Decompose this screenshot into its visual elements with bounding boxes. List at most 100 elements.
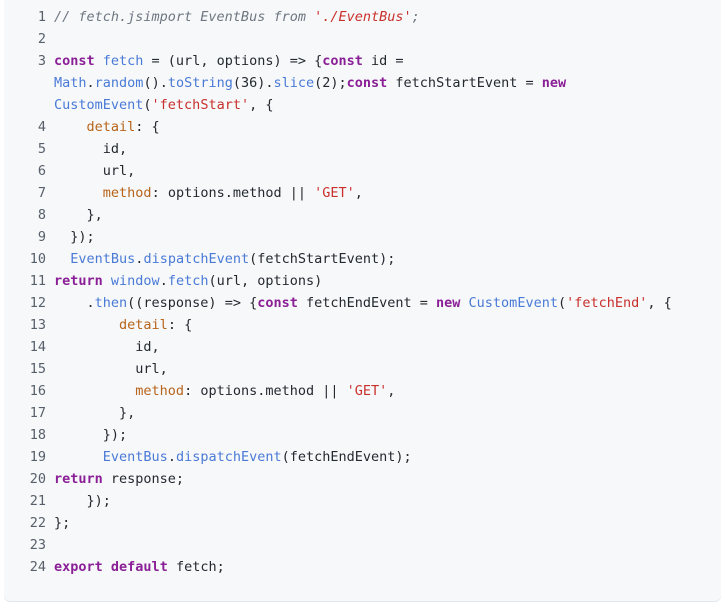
code-token: response; xyxy=(102,471,185,487)
code-token: id = xyxy=(362,53,404,69)
line-content: id, xyxy=(54,336,159,358)
code-line: CustomEvent('fetchStart', { xyxy=(4,94,672,116)
code-token xyxy=(54,185,103,201)
code-line: 17 }, xyxy=(4,402,672,424)
line-number: 5 xyxy=(37,141,46,157)
code-line: 21 }); xyxy=(4,490,672,512)
line-content: const fetch = (url, options) => {const i… xyxy=(54,50,404,72)
code-token: id, xyxy=(54,141,128,157)
line-number: 19 xyxy=(29,449,46,465)
code-line: 22}; xyxy=(4,512,672,534)
code-token: . xyxy=(135,251,144,267)
code-token: , { xyxy=(249,97,274,113)
line-number: 4 xyxy=(37,119,46,135)
code-token: (url, options) xyxy=(208,273,323,289)
code-token: './EventBus' xyxy=(314,9,412,25)
line-content: export default fetch; xyxy=(54,556,225,578)
code-token: Math xyxy=(54,75,87,91)
code-token: (fetchEndEvent); xyxy=(281,449,412,465)
line-content: return response; xyxy=(54,468,184,490)
code-token: return xyxy=(54,273,103,289)
code-token: fetch xyxy=(102,53,144,69)
line-content: method: options.method || 'GET', xyxy=(54,380,395,402)
code-line: 18 }); xyxy=(4,424,672,446)
line-number xyxy=(4,94,54,116)
code-token xyxy=(95,53,103,69)
code-token: ; xyxy=(411,9,420,25)
code-token: window xyxy=(110,273,160,289)
line-number: 9 xyxy=(37,229,46,245)
code-token: }; xyxy=(54,515,71,531)
code-token: 'fetchStart' xyxy=(151,97,250,113)
code-line: Math.random().toString(36).slice(2);cons… xyxy=(4,72,672,94)
code-token: 'GET' xyxy=(346,383,388,399)
code-token: 'GET' xyxy=(314,185,355,201)
line-content: url, xyxy=(54,358,168,380)
code-line: 9 }); xyxy=(4,226,672,248)
code-line: 14 id, xyxy=(4,336,672,358)
line-content: return window.fetch(url, options) xyxy=(54,270,322,292)
code-line: 12 .then((response) => {const fetchEndEv… xyxy=(4,292,672,314)
line-number: 7 xyxy=(37,185,46,201)
line-content: }); xyxy=(54,490,111,512)
code-token xyxy=(103,273,111,289)
code-token xyxy=(54,449,103,465)
line-content: detail: { xyxy=(54,116,160,138)
code-token: : options.method || xyxy=(184,383,347,399)
code-token: fetchStartEvent = xyxy=(387,75,542,91)
line-number xyxy=(4,72,54,94)
code-token: , { xyxy=(647,295,672,311)
code-line: 8 }, xyxy=(4,204,672,226)
line-content: EventBus.dispatchEvent(fetchEndEvent); xyxy=(54,446,412,468)
code-token: . xyxy=(159,273,168,289)
code-lines: 1// fetch.jsimport EventBus from './Even… xyxy=(4,6,672,578)
code-token xyxy=(54,251,70,267)
code-token: (fetchStartEvent); xyxy=(249,251,396,267)
code-token: , xyxy=(387,383,396,399)
line-number: 10 xyxy=(29,251,46,267)
line-content: method: options.method || 'GET', xyxy=(54,182,363,204)
code-token: }); xyxy=(54,229,95,245)
code-token: const xyxy=(54,53,95,69)
code-token: }); xyxy=(54,493,111,509)
line-number: 18 xyxy=(29,427,46,443)
line-number: 20 xyxy=(29,471,46,487)
code-token: = (url, options) => { xyxy=(143,53,323,69)
code-token: 'fetchEnd' xyxy=(566,295,648,311)
code-token: url, xyxy=(54,361,168,377)
line-content: }, xyxy=(54,402,135,424)
code-block: 1// fetch.jsimport EventBus from './Even… xyxy=(4,0,721,601)
line-number: 14 xyxy=(29,339,46,355)
line-content: id, xyxy=(54,138,127,160)
code-line: 7 method: options.method || 'GET', xyxy=(4,182,672,204)
code-token: EventBus xyxy=(70,251,136,267)
code-line: 19 EventBus.dispatchEvent(fetchEndEvent)… xyxy=(4,446,672,468)
code-token: }, xyxy=(54,207,103,223)
code-token: detail xyxy=(119,317,168,333)
line-number: 15 xyxy=(29,361,46,377)
code-line: 20 return response; xyxy=(4,468,672,490)
code-line: 13 detail: { xyxy=(4,314,672,336)
code-token: : options.method || xyxy=(151,185,315,201)
code-token: detail xyxy=(86,119,136,135)
code-line: 1// fetch.jsimport EventBus from './Even… xyxy=(4,6,672,28)
code-token: dispatchEvent xyxy=(143,251,250,267)
code-token xyxy=(54,383,135,399)
line-content: }); xyxy=(54,226,95,248)
code-token: export xyxy=(54,559,103,575)
line-number: 17 xyxy=(29,405,46,421)
code-token: : { xyxy=(135,119,160,135)
line-content: }, xyxy=(54,204,103,226)
line-content: }; xyxy=(54,512,70,534)
code-token: then xyxy=(94,295,128,311)
line-number: 2 xyxy=(37,31,46,47)
code-token: random xyxy=(94,75,144,91)
line-number: 22 xyxy=(29,515,46,531)
code-token: (2); xyxy=(314,75,347,91)
code-line: 23 xyxy=(4,534,672,556)
code-token: CustomEvent xyxy=(54,97,144,113)
line-content: url, xyxy=(54,160,136,182)
line-content: detail: { xyxy=(54,314,192,336)
code-token: new xyxy=(436,295,461,311)
